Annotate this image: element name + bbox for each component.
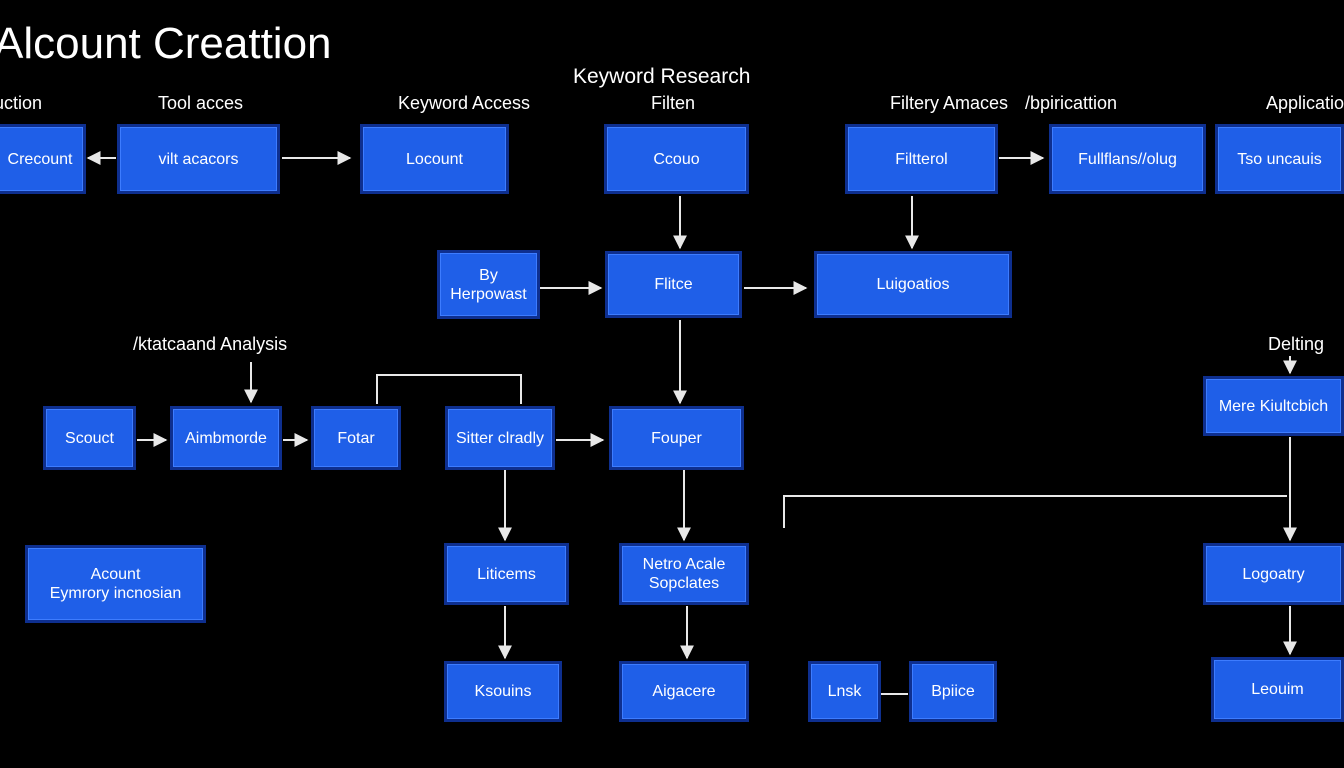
header-filten: Filten: [651, 93, 696, 113]
header-ktatcaand-analysis: /ktatcaand Analysis: [133, 334, 288, 354]
node-logoatry[interactable]: Logoatry: [1203, 543, 1344, 605]
node-vilt-acacors[interactable]: vilt acacors: [117, 124, 280, 194]
node-sitter-clradly[interactable]: Sitter clradly: [445, 406, 555, 470]
header-tool-acces: Tool acces: [158, 93, 244, 113]
node-aigacere[interactable]: Aigacere: [619, 661, 749, 722]
header-keyword-research: Keyword Research: [573, 65, 751, 88]
node-aimbmorde[interactable]: Aimbmorde: [170, 406, 282, 470]
node-herpowast[interactable]: By Herpowast: [437, 250, 540, 319]
node-tso-uncauis[interactable]: Tso uncauis: [1215, 124, 1344, 194]
node-ksouins[interactable]: Ksouins: [444, 661, 562, 722]
connector-fotar-to-sitter: [376, 374, 522, 404]
node-fullflans-olug[interactable]: Fullflans//olug: [1049, 124, 1206, 194]
node-mere-kiultcbich[interactable]: Mere Kiultcbich: [1203, 376, 1344, 436]
header-keyword-access: Keyword Access: [398, 93, 531, 113]
node-bpiice[interactable]: Bpiice: [909, 661, 997, 722]
node-locount[interactable]: Locount: [360, 124, 509, 194]
node-liticems[interactable]: Liticems: [444, 543, 569, 605]
node-lnsk[interactable]: Lnsk: [808, 661, 881, 722]
header-bpiricattion: /bpiricattion: [1025, 93, 1118, 113]
node-fotar[interactable]: Fotar: [311, 406, 401, 470]
node-fouper[interactable]: Fouper: [609, 406, 744, 470]
node-filtterol[interactable]: Filtterol: [845, 124, 998, 194]
diagram-title: Alcount Creattion: [0, 19, 332, 68]
node-scouct[interactable]: Scouct: [43, 406, 136, 470]
node-account-eymrory[interactable]: Acount Eymrory incnosian: [25, 545, 206, 623]
connector-long-horizontal: [783, 495, 1287, 528]
node-ccouo[interactable]: Ccouo: [604, 124, 749, 194]
node-leouim[interactable]: Leouim: [1211, 657, 1344, 722]
header-delting: Delting: [1268, 334, 1325, 354]
header-filtery-amaces: Filtery Amaces: [890, 93, 1009, 113]
node-flitce[interactable]: Flitce: [605, 251, 742, 318]
node-netro-acale[interactable]: Netro Acale Sopclates: [619, 543, 749, 605]
node-crecount[interactable]: Crecount: [0, 124, 86, 194]
node-luigoatios[interactable]: Luigoatios: [814, 251, 1012, 318]
header-application: Application: [1266, 93, 1344, 113]
header-uction: uction: [0, 93, 43, 113]
